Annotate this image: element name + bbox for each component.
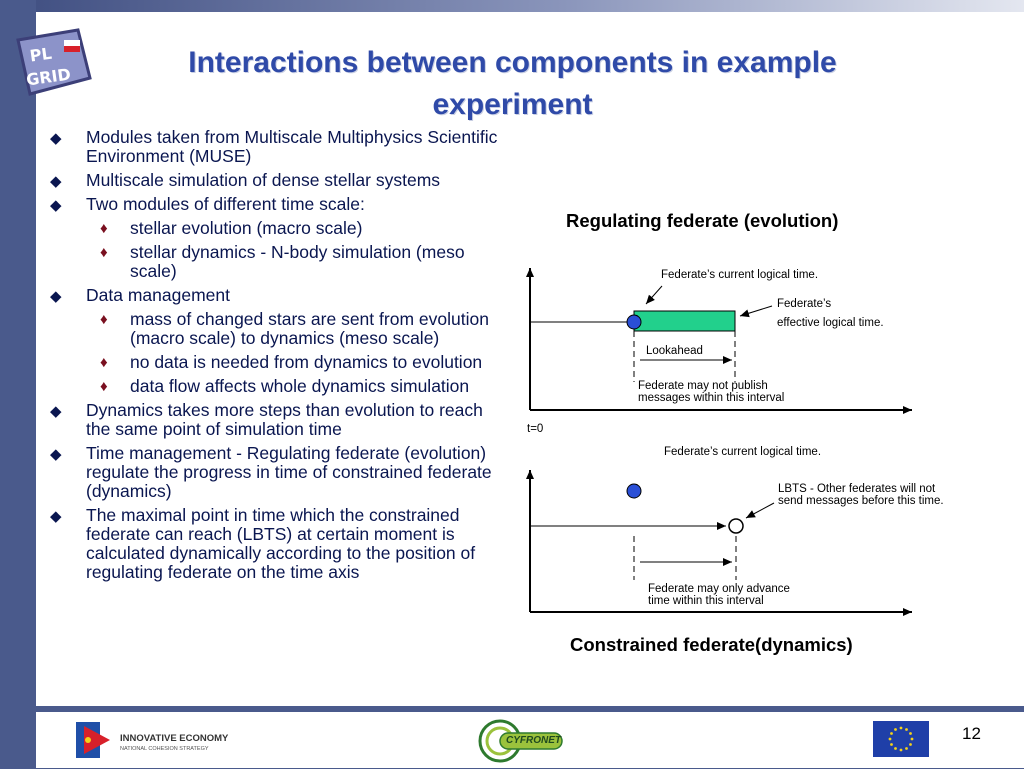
bullet-text: Time management - Regulating federate (e… xyxy=(86,443,492,501)
lbts-label-1: LBTS - Other federates will not xyxy=(778,483,936,495)
diamond-bullet-icon: ◆ xyxy=(50,173,62,190)
no-publish-label-1: Federate may not publish xyxy=(638,380,768,392)
bullet-item: ◆ Modules taken from Multiscale Multiphys… xyxy=(48,128,500,166)
innovative-economy-text: INNOVATIVE ECONOMY xyxy=(120,733,229,744)
eu-star xyxy=(909,743,912,746)
effective-label-2: effective logical time. xyxy=(777,317,884,329)
plgrid-logo: PL GRID xyxy=(12,26,92,100)
bullet-item: ◆ Dynamics takes more steps than evolutio… xyxy=(48,401,500,439)
small-diamond-bullet-icon: ♦ xyxy=(100,354,108,371)
diamond-bullet-icon: ◆ xyxy=(50,403,62,420)
constrained-caption: Constrained federate(dynamics) xyxy=(570,634,853,655)
bullet-text: Multiscale simulation of dense stellar s… xyxy=(86,170,441,190)
eu-star xyxy=(888,737,892,741)
regulating-caption: Regulating federate (evolution) xyxy=(566,210,839,231)
sub-bullet-item: ♦ stellar evolution (macro scale) xyxy=(48,219,500,238)
svg-text:PL: PL xyxy=(29,44,53,66)
diamond-bullet-icon: ◆ xyxy=(50,508,62,525)
page-number: 12 xyxy=(962,724,981,743)
sub-bullet-item: ♦ mass of changed stars are sent from evo… xyxy=(48,310,500,348)
bullet-text: Two modules of different time scale: xyxy=(86,194,365,214)
eu-star xyxy=(905,747,908,750)
lookahead-label: Lookahead xyxy=(646,345,703,357)
bullet-text: stellar dynamics - N-body simulation (me… xyxy=(130,242,465,281)
bullet-text: The maximal point in time which the cons… xyxy=(86,505,476,582)
eu-star xyxy=(910,737,914,741)
bullet-item: ◆ Data management xyxy=(48,285,500,306)
cyfronet-logo: CYFRONET xyxy=(478,718,564,764)
slide-title: Interactions between components in examp… xyxy=(188,46,837,121)
diamond-bullet-icon: ◆ xyxy=(50,446,62,463)
eu-star xyxy=(890,743,893,746)
bullet-text: Modules taken from Multiscale Multiphysi… xyxy=(86,127,498,166)
bullet-text: stellar evolution (macro scale) xyxy=(130,218,363,238)
current-time-label-top: Federate’s current logical time. xyxy=(661,269,819,281)
eu-star xyxy=(899,726,903,730)
advance-label-2: time within this interval xyxy=(648,595,764,607)
effective-label-1: Federate’s xyxy=(777,298,832,310)
left-frame-band xyxy=(0,0,36,768)
bullet-item: ◆ The maximal point in time which the con… xyxy=(48,506,500,582)
small-diamond-bullet-icon: ♦ xyxy=(100,378,108,395)
small-diamond-bullet-icon: ♦ xyxy=(100,220,108,237)
bullet-text: data flow affects whole dynamics simulat… xyxy=(130,376,470,396)
eu-star xyxy=(894,728,897,731)
national-cohesion-text: NATIONAL COHESION STRATEGY xyxy=(120,746,209,752)
eu-flag-icon xyxy=(873,721,929,757)
bullet-text: Data management xyxy=(86,285,230,305)
bullet-item: ◆ Time management - Regulating federate (… xyxy=(48,444,500,501)
top-frame-band xyxy=(0,0,1024,12)
bullet-text: no data is needed from dynamics to evolu… xyxy=(130,352,483,372)
footer-divider xyxy=(36,706,1024,712)
eu-star xyxy=(909,732,912,735)
small-diamond-bullet-icon: ♦ xyxy=(100,311,108,328)
cyfronet-text: CYFRONET xyxy=(506,735,561,746)
eu-star xyxy=(905,728,908,731)
sub-bullet-item: ♦ data flow affects whole dynamics simula… xyxy=(48,377,500,396)
bullet-text: Dynamics takes more steps than evolution… xyxy=(86,400,483,439)
eu-star xyxy=(894,747,897,750)
diamond-bullet-icon: ◆ xyxy=(50,130,62,147)
bullet-list: ◆ Modules taken from Multiscale Multiphys… xyxy=(48,128,500,587)
diamond-bullet-icon: ◆ xyxy=(50,288,62,305)
no-publish-label-2: messages within this interval xyxy=(638,392,785,404)
sub-bullet-item: ♦ stellar dynamics - N-body simulation (m… xyxy=(48,243,500,281)
bullet-text: mass of changed stars are sent from evol… xyxy=(130,309,489,348)
eu-star xyxy=(890,732,893,735)
eu-star xyxy=(899,748,903,752)
lbts-label-2: send messages before this time. xyxy=(778,495,944,507)
bullet-item: ◆ Multiscale simulation of dense stellar … xyxy=(48,170,500,191)
advance-label-1: Federate may only advance xyxy=(648,583,790,595)
t0-label: t=0 xyxy=(527,423,544,435)
diamond-bullet-icon: ◆ xyxy=(50,197,62,214)
small-diamond-bullet-icon: ♦ xyxy=(100,244,108,261)
bullet-item: ◆ Two modules of different time scale: xyxy=(48,194,500,215)
sub-bullet-item: ♦ no data is needed from dynamics to evol… xyxy=(48,353,500,372)
current-time-label-bottom: Federate’s current logical time. xyxy=(664,446,822,458)
innovative-economy-logo: INNOVATIVE ECONOMY NATIONAL COHESION STR… xyxy=(66,718,236,762)
